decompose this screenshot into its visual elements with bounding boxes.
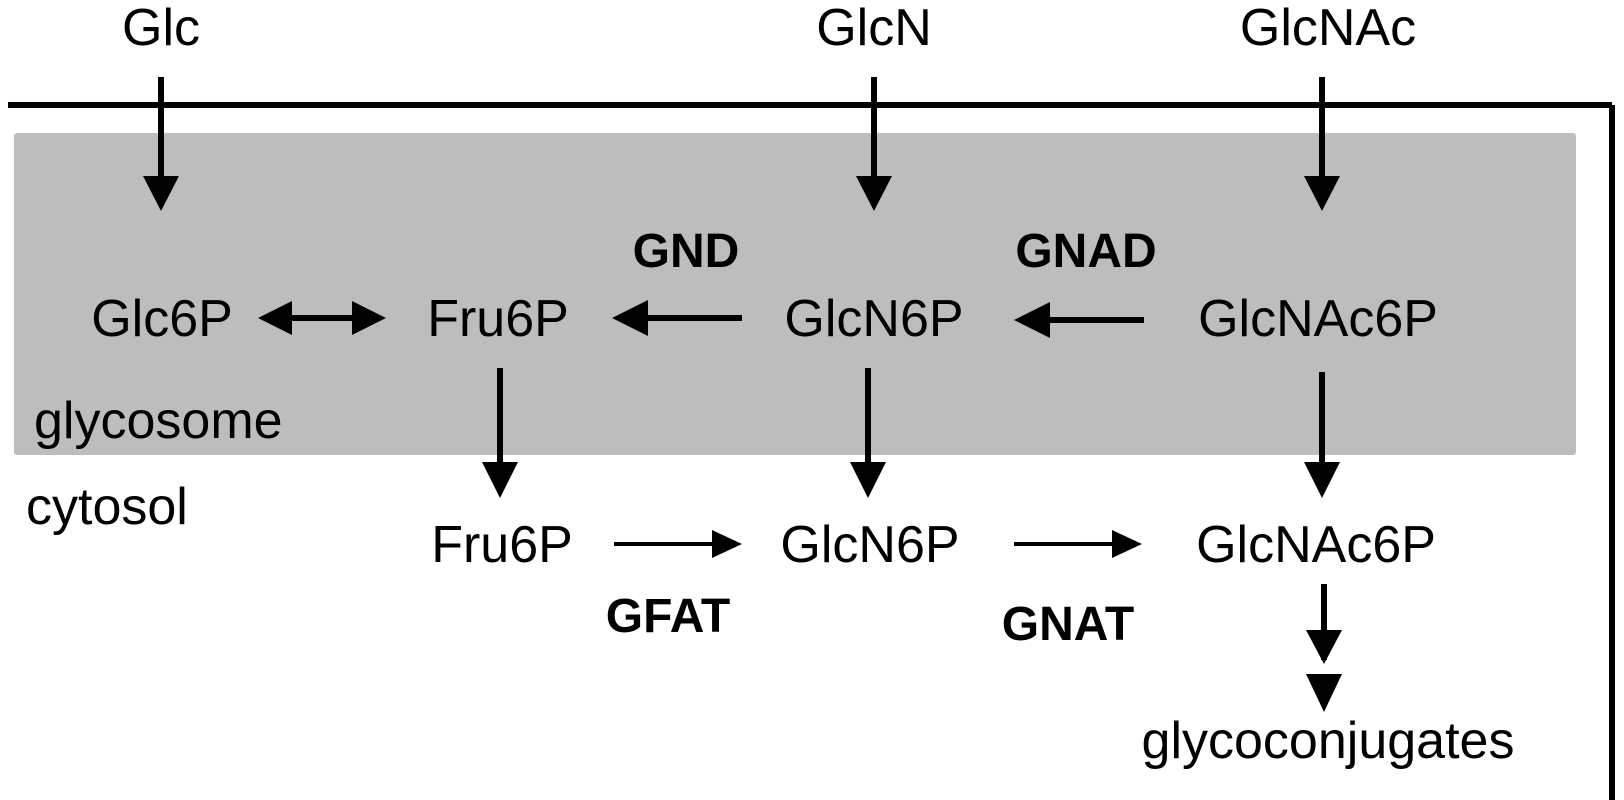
cytosol-glcnac6p-label: GlcNAc6P <box>1196 516 1436 574</box>
glycosome-compartment <box>14 133 1576 455</box>
glycoconjugate-synthesis-arrow <box>1306 584 1342 712</box>
glcn-label: GlcN <box>816 0 932 57</box>
glycoconjugates-label: glycoconjugates <box>1142 712 1515 770</box>
cytosol-glcn6p-label: GlcN6P <box>780 516 959 574</box>
glycosome-glcnac6p-label: GlcNAc6P <box>1198 290 1438 348</box>
gnat-reaction-arrow <box>1014 530 1142 558</box>
gnat-enzyme-label: GNAT <box>1002 598 1134 651</box>
glycosome-fru6p-label: Fru6P <box>427 290 569 348</box>
cytosol-label: cytosol <box>26 478 188 536</box>
gfat-enzyme-label: GFAT <box>606 590 730 643</box>
glcnac-import-arrow <box>1304 77 1340 211</box>
glc-label: Glc <box>122 0 200 57</box>
gnad-enzyme-label: GNAD <box>1015 225 1156 278</box>
glc-import-arrow <box>143 77 179 211</box>
glycosome-glc6p-label: Glc6P <box>91 290 233 348</box>
gnad-reaction-arrow <box>1014 302 1144 338</box>
glycosome-label: glycosome <box>34 392 283 450</box>
gnd-reaction-arrow <box>612 300 742 336</box>
cytosol-fru6p-label: Fru6P <box>431 516 573 574</box>
gfat-reaction-arrow <box>614 530 742 558</box>
glcnac6p-export-arrow <box>1304 372 1340 498</box>
gnd-enzyme-label: GND <box>633 225 740 278</box>
fru6p-export-arrow <box>482 368 518 498</box>
glcn6p-export-arrow <box>850 368 886 498</box>
glc6p-fru6p-double-arrow <box>258 301 386 335</box>
glycosome-glcn6p-label: GlcN6P <box>784 290 963 348</box>
glcn-import-arrow <box>856 77 892 211</box>
glcnac-label: GlcNAc <box>1240 0 1416 57</box>
